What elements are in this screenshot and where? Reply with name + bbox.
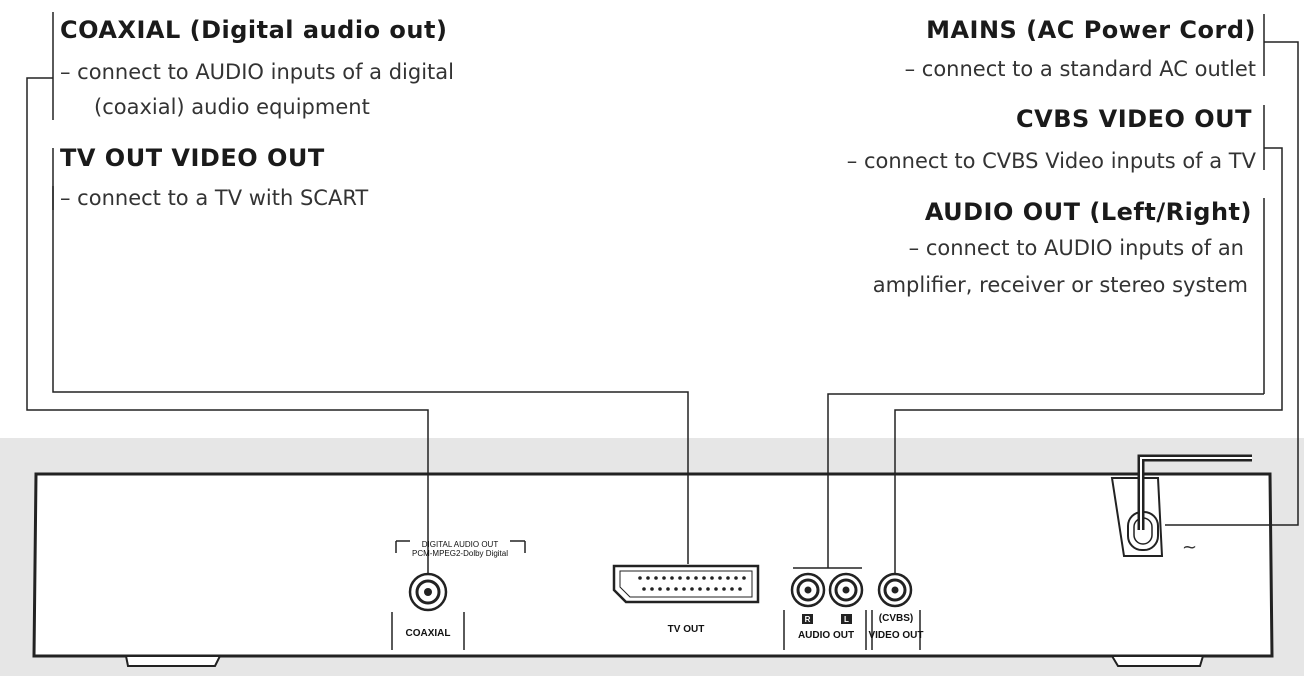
mains-desc: – connect to a standard AC outlet: [905, 57, 1256, 81]
video-out-panel-label: VIDEO OUT: [868, 630, 923, 641]
coaxial-panel-label: COAXIAL: [406, 628, 451, 639]
right-foot: [1110, 655, 1205, 667]
digital-audio-out-label: DIGITAL AUDIO OUT: [422, 540, 499, 549]
callout-coaxial: COAXIAL (Digital audio out) – connect to…: [60, 16, 454, 119]
tv-out-leader: [52, 186, 689, 564]
tv-out-desc: – connect to a TV with SCART: [60, 186, 368, 210]
left-foot: [124, 655, 222, 667]
coaxial-desc-line2: (coaxial) audio equipment: [94, 95, 370, 119]
audio-out-desc-line2: amplifier, receiver or stereo system: [873, 273, 1248, 297]
cvbs-jack: (CVBS) VIDEO OUT: [868, 572, 924, 650]
audio-out-leader: [827, 393, 1264, 568]
callout-tv-out: TV OUT VIDEO OUT – connect to a TV with …: [60, 144, 368, 210]
ac-symbol: ~: [1182, 537, 1197, 558]
mains-power-inlet: ~: [1110, 454, 1252, 558]
cvbs-title: CVBS VIDEO OUT: [1016, 105, 1252, 133]
scart-connector: TV OUT: [612, 564, 760, 635]
audio-out-panel-label: AUDIO OUT: [798, 630, 854, 641]
coaxial-leader: [26, 77, 429, 587]
coaxial-jack: DIGITAL AUDIO OUT PCM-MPEG2-Dolby Digita…: [391, 540, 526, 650]
mains-title: MAINS (AC Power Cord): [926, 16, 1256, 44]
tv-out-panel-label: TV OUT: [668, 624, 705, 635]
coaxial-desc-line1: – connect to AUDIO inputs of a digital: [60, 60, 454, 84]
callout-cvbs: CVBS VIDEO OUT – connect to CVBS Video i…: [847, 105, 1257, 173]
callout-mains: MAINS (AC Power Cord) – connect to a sta…: [905, 16, 1256, 81]
right-channel-label: R: [805, 615, 811, 624]
cvbs-panel-label: (CVBS): [879, 613, 913, 624]
audio-out-desc-line1: – connect to AUDIO inputs of an: [909, 236, 1244, 260]
cvbs-leader: [894, 147, 1283, 583]
cvbs-desc: – connect to CVBS Video inputs of a TV: [847, 149, 1257, 173]
left-channel-label: L: [844, 615, 849, 624]
audio-out-title: AUDIO OUT (Left/Right): [925, 198, 1252, 226]
tv-out-title: TV OUT VIDEO OUT: [60, 144, 325, 172]
callout-audio-out: AUDIO OUT (Left/Right) – connect to AUDI…: [873, 198, 1252, 297]
audio-out-jacks: R L AUDIO OUT: [783, 572, 867, 650]
pcm-dolby-label: PCM-MPEG2-Dolby Digital: [412, 549, 508, 558]
coaxial-title: COAXIAL (Digital audio out): [60, 16, 447, 44]
mains-leader: [1165, 41, 1299, 526]
leader-lines: [26, 41, 1299, 587]
